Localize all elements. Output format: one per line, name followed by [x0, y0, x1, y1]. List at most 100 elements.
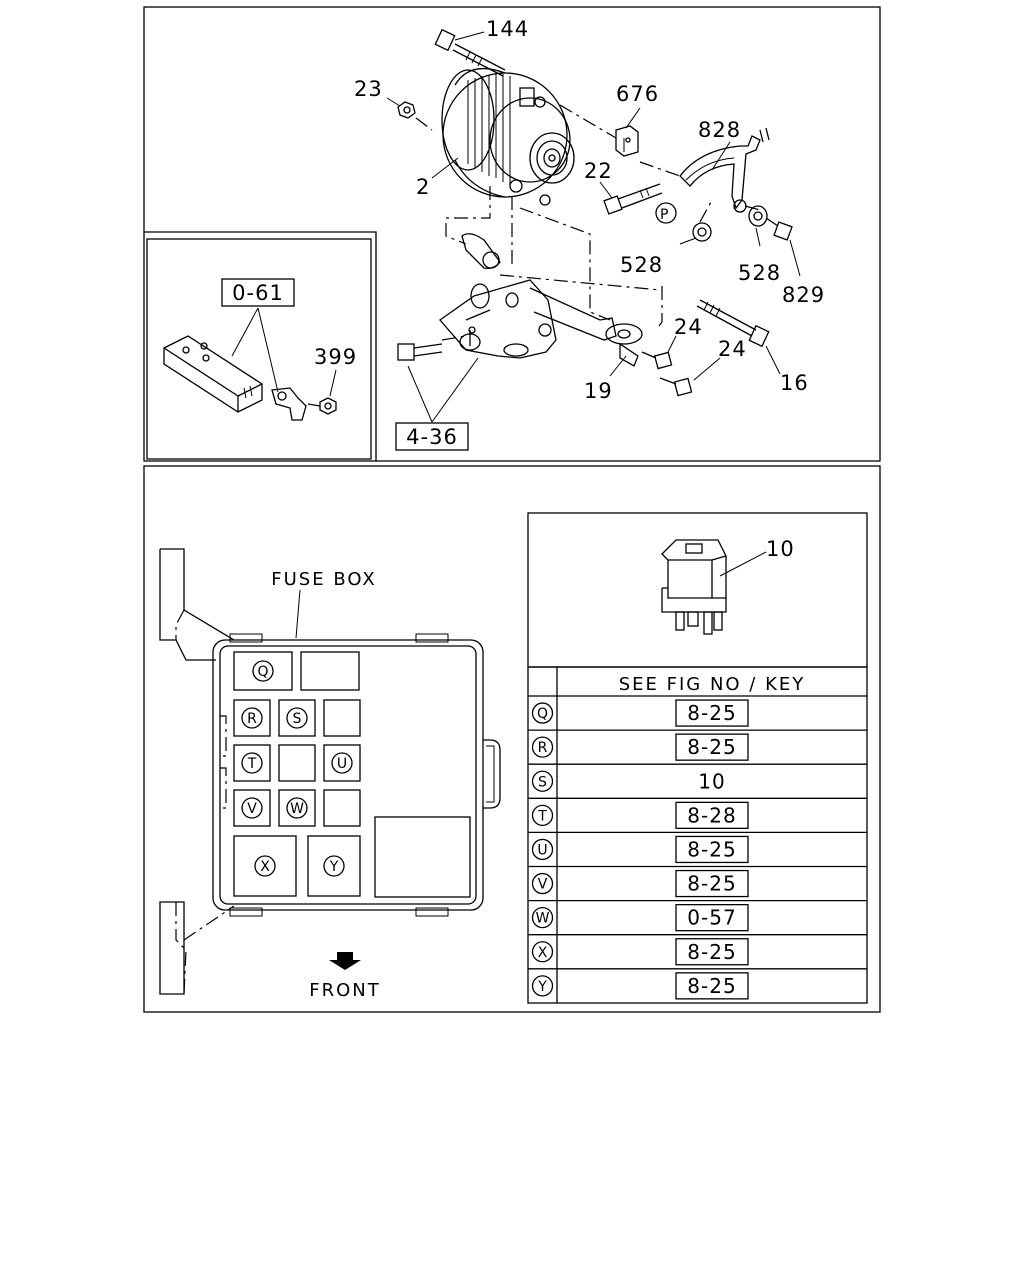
ref-box [675, 801, 749, 829]
bolt-4-36 [397, 335, 479, 423]
inset-bracket [163, 307, 337, 421]
inset-divider [144, 231, 377, 461]
fuse-slot-s: S [278, 699, 316, 737]
ref-value: 8-25 [687, 735, 736, 759]
key-circle [531, 702, 554, 724]
ref-value: 8-25 [687, 974, 736, 998]
fuse-slot-empty [278, 744, 316, 782]
inset-panel-frame [146, 238, 372, 460]
fuse-slot-v: V [233, 789, 271, 827]
key-table-row: V 8-25 [528, 865, 867, 898]
slot-w-label: W [290, 801, 304, 817]
key-letter: V [538, 877, 548, 893]
bolt-144 [434, 28, 506, 77]
callout-144: 144 [486, 17, 529, 41]
ref-box [675, 835, 749, 864]
washer-528-right [748, 205, 768, 247]
bolt-829 [765, 217, 801, 277]
callout-23: 23 [354, 77, 383, 101]
bolt-24-upper [641, 335, 677, 370]
slot-u-label: U [337, 756, 347, 772]
callout-528-right: 528 [738, 261, 781, 285]
fuse-slot-q: Q [233, 651, 293, 691]
slot-x-label: X [260, 859, 270, 875]
key-table-header: SEE FIG NO / KEY [619, 674, 806, 695]
ref-value: 8-25 [687, 837, 736, 861]
key-letter: Y [537, 979, 547, 995]
nut-23 [386, 97, 433, 131]
top-panel-frame [143, 6, 881, 462]
fuse-slot-r: R [233, 699, 271, 737]
front-label: FRONT [309, 980, 381, 1001]
key-circle [531, 872, 554, 895]
fuse-box-leader [295, 589, 301, 639]
ref-box [675, 733, 749, 761]
clip-676 [559, 104, 641, 157]
callout-24-upper: 24 [674, 315, 703, 339]
key-letter: X [538, 945, 548, 961]
key-letter: T [537, 808, 547, 824]
fuse-slot-t: T [233, 744, 271, 782]
washer-528-left [655, 199, 713, 245]
callout-828: 828 [698, 118, 741, 142]
key-circle [531, 975, 554, 997]
key-letter: S [538, 774, 547, 790]
callout-676: 676 [616, 82, 659, 106]
callout-399: 399 [314, 345, 357, 369]
slot-t-label: T [247, 756, 257, 772]
callout-19: 19 [584, 379, 613, 403]
ref-box [675, 972, 749, 1000]
fuse-slot-large [374, 816, 471, 898]
callout-829: 829 [782, 283, 825, 307]
ref-0-61-label: 0-61 [232, 281, 284, 305]
fuse-slot-y: Y [307, 835, 361, 897]
callout-p: P [660, 207, 668, 223]
plate-19 [605, 323, 643, 377]
slot-v-label: V [247, 801, 257, 817]
slot-q-label: Q [257, 664, 268, 680]
bolt-24-lower [659, 357, 721, 397]
key-letter: Q [537, 706, 548, 722]
fuse-box-mount [159, 548, 235, 995]
bolt-22 [599, 181, 663, 215]
callout-22: 22 [584, 159, 613, 183]
ref-box [675, 938, 749, 966]
fuse-slot-empty [323, 789, 361, 827]
callout-16: 16 [780, 371, 809, 395]
relay-callout-10: 10 [766, 537, 795, 561]
fuse-slot-empty [300, 651, 360, 691]
key-circle [531, 941, 554, 963]
slot-y-label: Y [329, 859, 339, 875]
bottom-panel-frame [143, 465, 881, 1013]
relay-frame [527, 512, 868, 668]
callout-2: 2 [416, 175, 430, 199]
ref-value: 0-57 [687, 906, 736, 930]
relay [661, 539, 767, 635]
assembly-lines [445, 186, 663, 331]
fuse-slot-empty [323, 699, 361, 737]
ref-value: 8-25 [687, 872, 736, 896]
fuse-slot-w: W [278, 789, 316, 827]
front-arrow-icon [329, 952, 361, 970]
key-circle [531, 907, 554, 929]
ref-value: 10 [698, 769, 725, 793]
alternator [441, 67, 575, 206]
key-table-row: S 10 [528, 763, 867, 793]
key-table-row: Y 8-25 [528, 968, 867, 1000]
ref-value: 8-25 [687, 940, 736, 964]
fuse-slot-x: X [233, 835, 297, 897]
ref-box [675, 699, 749, 727]
key-circle [531, 770, 554, 792]
ref-box-4-36 [395, 422, 469, 451]
key-circle [531, 838, 554, 861]
ref-box [675, 904, 749, 932]
key-table-row: X 8-25 [528, 934, 867, 966]
key-table-row: U 8-25 [528, 831, 867, 864]
key-letter: U [537, 842, 547, 858]
key-circle [531, 736, 554, 758]
